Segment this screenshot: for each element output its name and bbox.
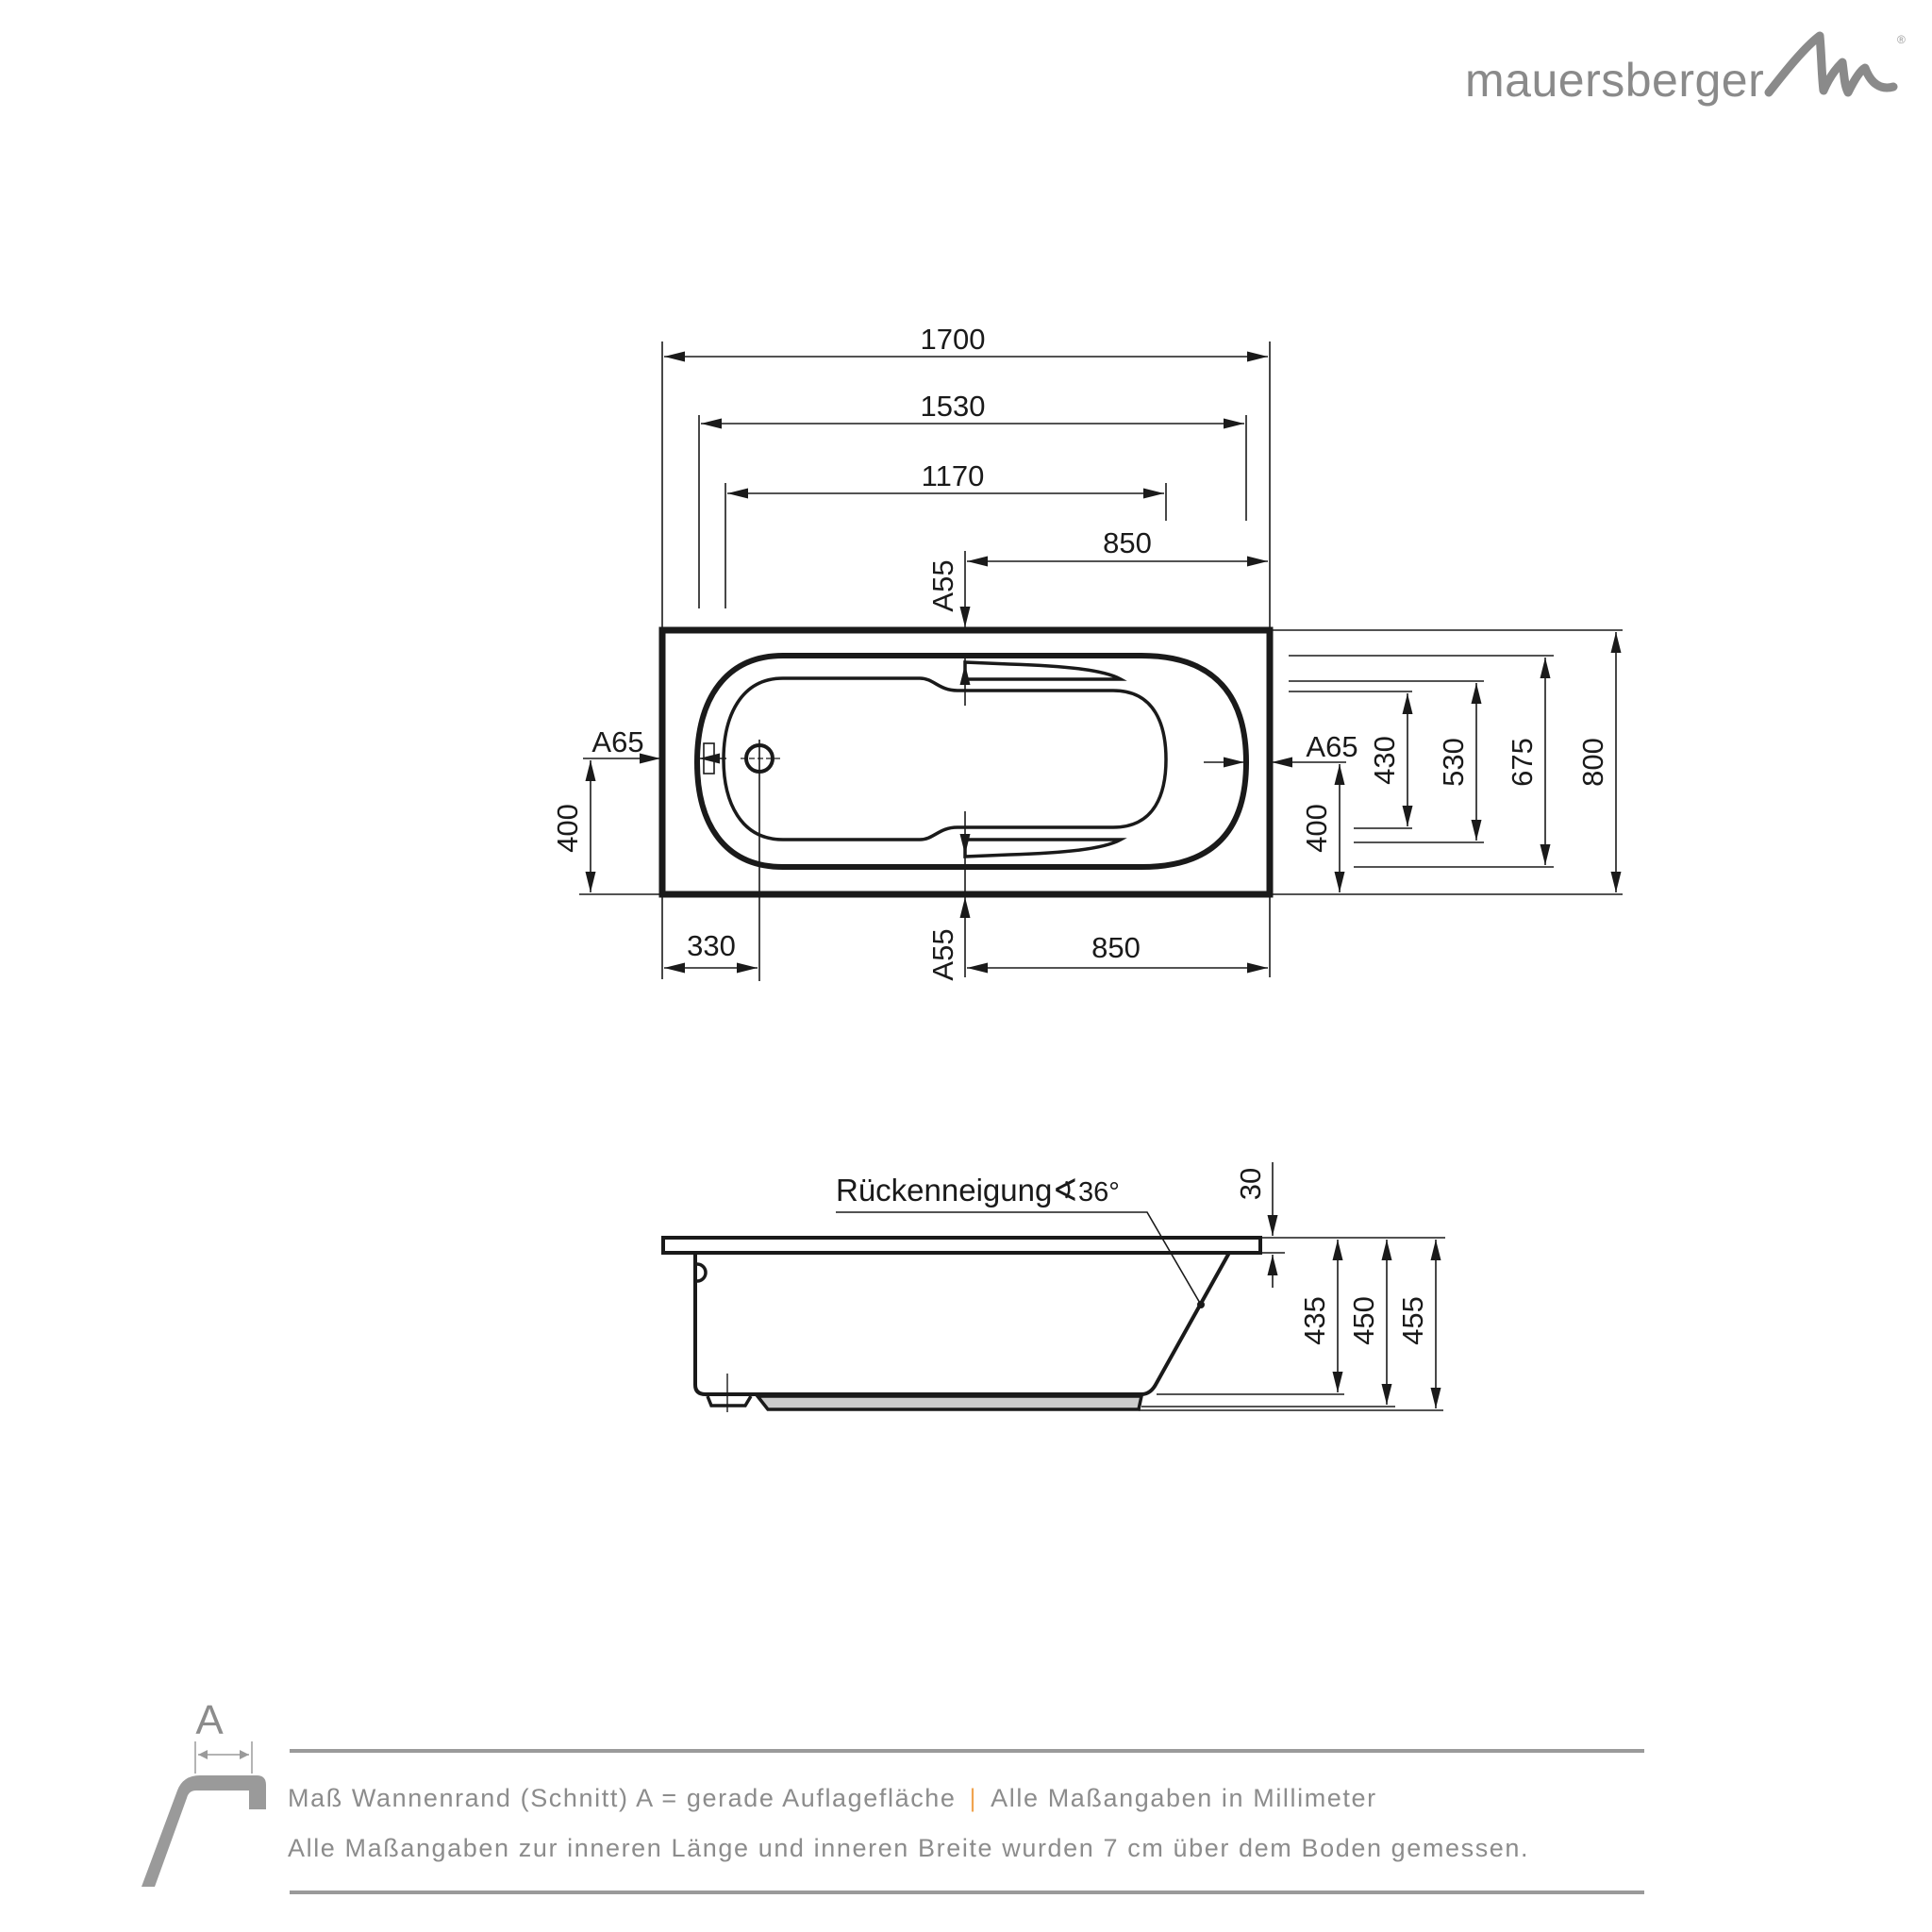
top-view-labels: 1700 1530 1170 850 A55 A65 A65 400 400 4… (551, 323, 1609, 981)
legend-line-1: Maß Wannenrand (Schnitt) A = gerade Aufl… (288, 1784, 1377, 1813)
rim-symbol-label: A (195, 1697, 224, 1743)
dim-675-label: 675 (1506, 738, 1539, 787)
backrest-angle-label: Rückenneigung∢36° (836, 1173, 1120, 1208)
angle-value: 36° (1078, 1177, 1120, 1208)
side-view-labels: Rückenneigung∢36° 30 435 450 455 (836, 1168, 1429, 1345)
backrest-leader-dot (1197, 1301, 1205, 1308)
legend-rim-note: Maß Wannenrand (Schnitt) A = gerade Aufl… (288, 1784, 957, 1812)
legend-line-2: Alle Maßangaben zur inneren Länge und in… (288, 1834, 1530, 1862)
mauersberger-logo-icon: mauersberger ® (1465, 31, 1906, 107)
brand-name: mauersberger (1465, 54, 1764, 107)
a65-right-label: A65 (1306, 730, 1357, 763)
rim-profile-symbol: A (142, 1697, 266, 1887)
side-rim (661, 1236, 1262, 1255)
a65-left-label: A65 (591, 725, 643, 758)
dim-1700-label: 1700 (921, 323, 986, 356)
dim-400-right-label: 400 (1300, 804, 1333, 853)
side-body (693, 1252, 1231, 1396)
dim-400-left-label: 400 (551, 804, 584, 853)
dim-800-label: 800 (1576, 738, 1609, 787)
legend-rule-top (290, 1749, 1644, 1753)
dim-850-bottom-label: 850 (1091, 931, 1141, 964)
mountain-mark-icon (1764, 31, 1898, 97)
dim-30-label: 30 (1234, 1168, 1267, 1200)
dim-530-label: 530 (1437, 738, 1470, 787)
dim-1170-label: 1170 (922, 459, 985, 492)
tub-outer-rim (658, 626, 1274, 898)
side-view (661, 1162, 1445, 1412)
legend-separator: | (969, 1784, 978, 1812)
tub-inner-basin (722, 676, 1168, 841)
dim-1530-label: 1530 (921, 390, 986, 423)
a55-bottom-label: A55 (926, 928, 959, 980)
top-view (579, 341, 1623, 981)
tub-outer-basin (693, 653, 1250, 870)
dim-450-label: 450 (1347, 1296, 1380, 1345)
dim-430-label: 430 (1368, 736, 1401, 785)
dim-850-top-label: 850 (1103, 526, 1152, 559)
rim-profile-icon (142, 1775, 266, 1887)
handle-bottom (963, 838, 1127, 858)
registered-mark: ® (1897, 33, 1906, 46)
angle-symbol-icon: ∢ (1052, 1173, 1078, 1208)
dim-455-label: 455 (1396, 1296, 1429, 1345)
brand-logo: mauersberger ® (1465, 28, 1908, 113)
dim-435-label: 435 (1298, 1296, 1331, 1345)
backrest-leader (836, 1211, 1202, 1306)
dim-330-label: 330 (687, 929, 736, 962)
backrest-label: Rückenneigung (836, 1173, 1052, 1208)
handle-top (963, 660, 1127, 681)
overflow-bump (696, 1262, 708, 1283)
legend-rule-bottom (290, 1890, 1644, 1894)
a55-top-label: A55 (926, 559, 959, 611)
base-plate (754, 1394, 1144, 1411)
legend-units-note: Alle Maßangaben in Millimeter (991, 1784, 1377, 1812)
drain-foot (706, 1395, 753, 1407)
